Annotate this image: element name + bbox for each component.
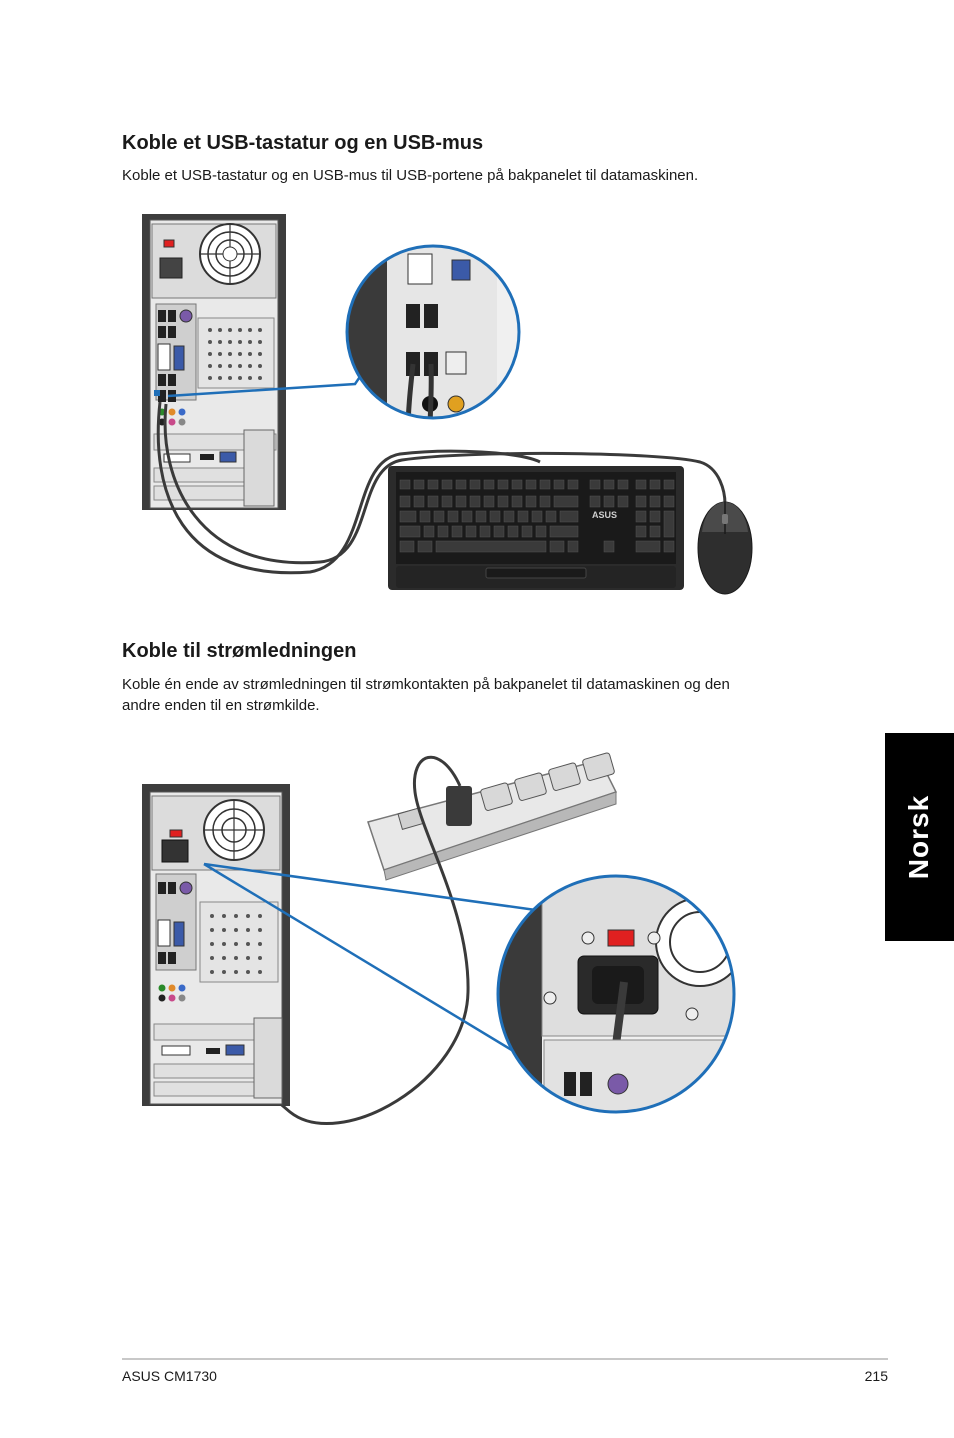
section-text-power-line2: andre enden til en strømkilde. (122, 697, 320, 714)
usb-keyboard-mouse-illustration: ASUS (142, 214, 753, 595)
power-cable-illustration (142, 752, 736, 1125)
usb-ports-closeup (345, 244, 521, 420)
keyboard-brand-logo: ASUS (592, 510, 617, 520)
footer-page-number: 215 (864, 1368, 888, 1384)
language-tab: Norsk (885, 733, 954, 941)
pc-back-panel (142, 214, 286, 510)
usb-mouse-illustration (697, 501, 753, 595)
pc-back-panel-power (142, 784, 290, 1106)
section-text-usb: Koble et USB-tastatur og en USB-mus til … (122, 167, 699, 184)
power-socket-closeup (496, 874, 736, 1114)
section-heading-usb: Koble et USB-tastatur og en USB-mus (122, 132, 484, 154)
power-strip-illustration (367, 752, 618, 881)
footer-divider (122, 1358, 888, 1360)
usb-keyboard-illustration: ASUS (388, 466, 684, 590)
section-text-power-line1: Koble én ende av strømledningen til strø… (122, 676, 730, 693)
section-heading-power: Koble til strømledningen (122, 640, 357, 662)
language-tab-label: Norsk (903, 794, 935, 880)
footer-model: ASUS CM1730 (122, 1368, 217, 1384)
